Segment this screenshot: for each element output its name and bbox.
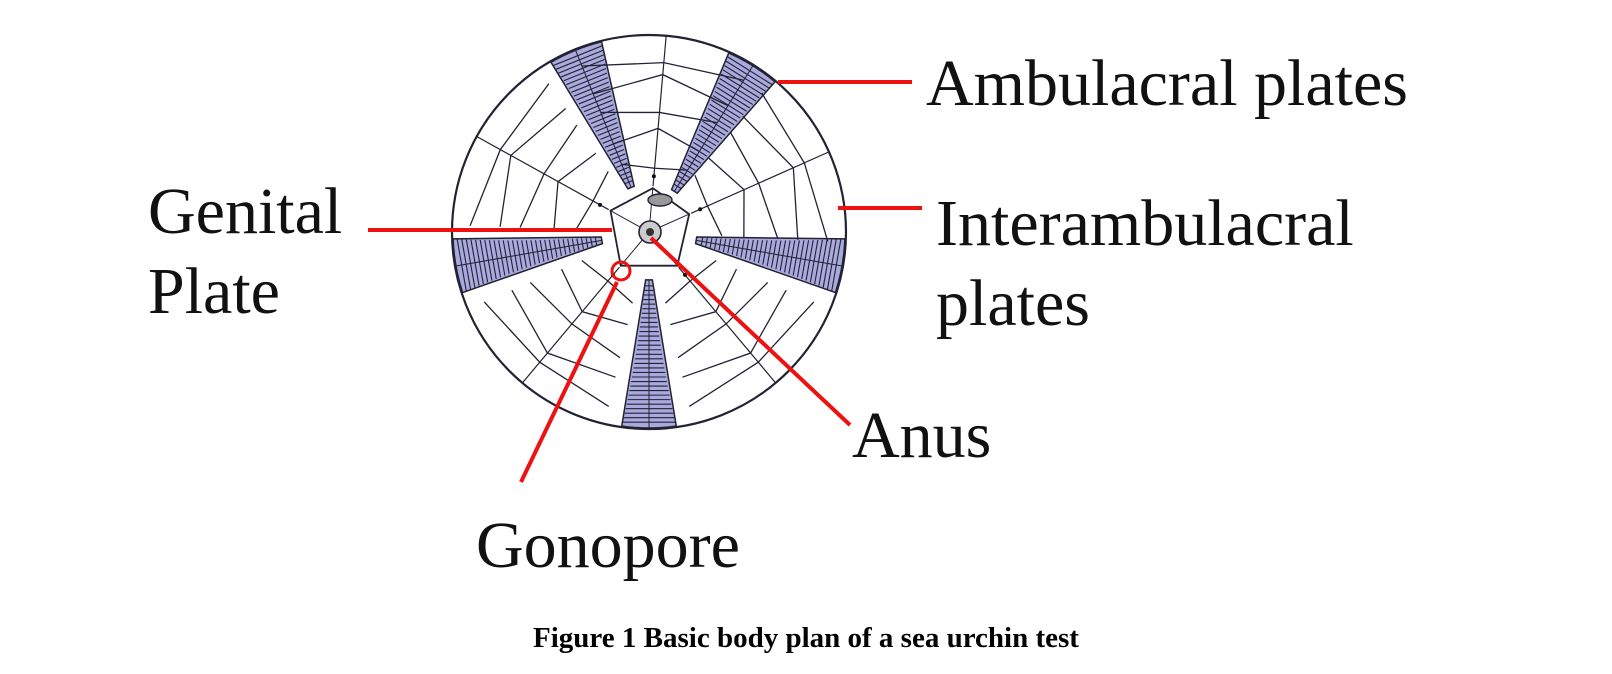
figure-caption: Figure 1 Basic body plan of a sea urchin… <box>533 622 1079 654</box>
anus-leader <box>649 236 852 427</box>
interambulacral-plate-seam <box>677 281 769 359</box>
interambulacral-plate-seam <box>621 163 688 171</box>
gonopore-dot <box>698 207 703 212</box>
interambulacral-plate-seam <box>664 260 717 304</box>
interambulacral-midline <box>476 135 610 211</box>
interambulacral-plate-seam <box>670 268 738 326</box>
urchin-test <box>450 33 848 431</box>
interambulacral-plate-seam <box>708 157 745 237</box>
interambulacral-plate-seam <box>519 124 578 228</box>
madreporite <box>647 193 673 207</box>
interambulacral-plate-seam <box>553 152 597 229</box>
interambulacral-plate-seam <box>575 171 609 230</box>
interambulacral-plate-seam <box>688 301 815 407</box>
interambulacral-plate-seam <box>600 111 718 124</box>
interambulacral-plate-seam <box>613 127 700 153</box>
interambulacral-plate-seam <box>499 107 567 227</box>
interambulacral-plate-seam <box>581 260 634 304</box>
interambulacral-midline <box>678 266 777 384</box>
gonopore-dot <box>651 174 656 179</box>
interambulacral-plate-seam <box>694 175 723 237</box>
interambulacral-plate-seam <box>682 289 787 378</box>
interambulacral-midline <box>690 151 830 214</box>
ambulacral-midline <box>696 239 843 267</box>
gonopore-dot <box>598 202 603 207</box>
label-plate: Plate <box>148 255 280 328</box>
interambulacral-plate-seam <box>581 61 744 81</box>
interambulacral-plate-seam <box>560 268 628 326</box>
ambulacral-midline <box>455 239 602 267</box>
gonopore-dot <box>682 272 687 277</box>
interambulacral-plate-seam <box>511 289 616 378</box>
interambulacral-plate-seam <box>483 301 610 407</box>
interambulacral-plate-seam <box>761 92 829 242</box>
interambulacral-plate-seam <box>742 115 799 240</box>
label-interambulacral: Interambulacral <box>936 187 1354 260</box>
interambulacral-plate-seam <box>729 131 779 239</box>
anus-opening <box>646 228 654 236</box>
interambulacral-plate-seam <box>529 281 621 359</box>
interambulacral-plate-seam <box>593 73 729 107</box>
interambulacral-midline <box>521 266 620 384</box>
label-ambulacral-plates: Ambulacral plates <box>926 47 1408 120</box>
gonopore-marker <box>610 260 632 282</box>
gonopore-leader <box>519 281 619 483</box>
label-anus: Anus <box>852 399 992 472</box>
leader-lines <box>368 80 922 483</box>
label-gonopore: Gonopore <box>476 509 740 582</box>
interambulacral-midline <box>652 35 667 187</box>
interambulacral-plate-seam <box>469 83 550 226</box>
label-genital: Genital <box>148 175 343 248</box>
ambulacral-plate-area <box>549 40 636 190</box>
label-interambulacral-plates: plates <box>936 267 1090 340</box>
